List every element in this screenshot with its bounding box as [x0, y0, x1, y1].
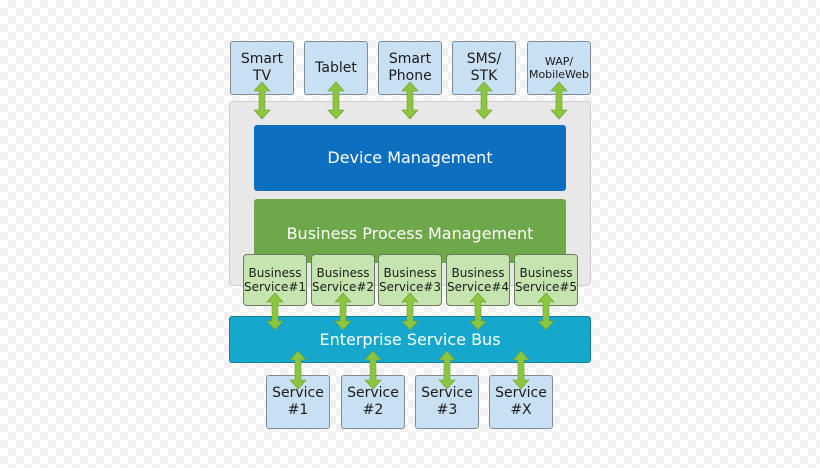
device-sms-stk: SMS/ STK — [452, 41, 516, 95]
service-1: Service #1 — [266, 375, 330, 429]
device-management-layer: Device Management — [254, 125, 566, 191]
device-smart-phone: Smart Phone — [378, 41, 442, 95]
device-smart-tv: Smart TV — [230, 41, 294, 95]
service-x: Service #X — [489, 375, 553, 429]
device-tablet: Tablet — [304, 41, 368, 95]
business-service-1: Business Service#1 — [243, 254, 307, 306]
business-service-3: Business Service#3 — [378, 254, 442, 306]
business-service-4: Business Service#4 — [446, 254, 510, 306]
service-3: Service #3 — [415, 375, 479, 429]
enterprise-service-bus: Enterprise Service Bus — [229, 316, 591, 363]
service-2: Service #2 — [341, 375, 405, 429]
device-wap-mobileweb: WAP/ MobileWeb — [527, 41, 591, 95]
business-service-5: Business Service#5 — [514, 254, 578, 306]
business-process-management-layer: Business Process Management — [254, 199, 566, 263]
business-service-2: Business Service#2 — [311, 254, 375, 306]
